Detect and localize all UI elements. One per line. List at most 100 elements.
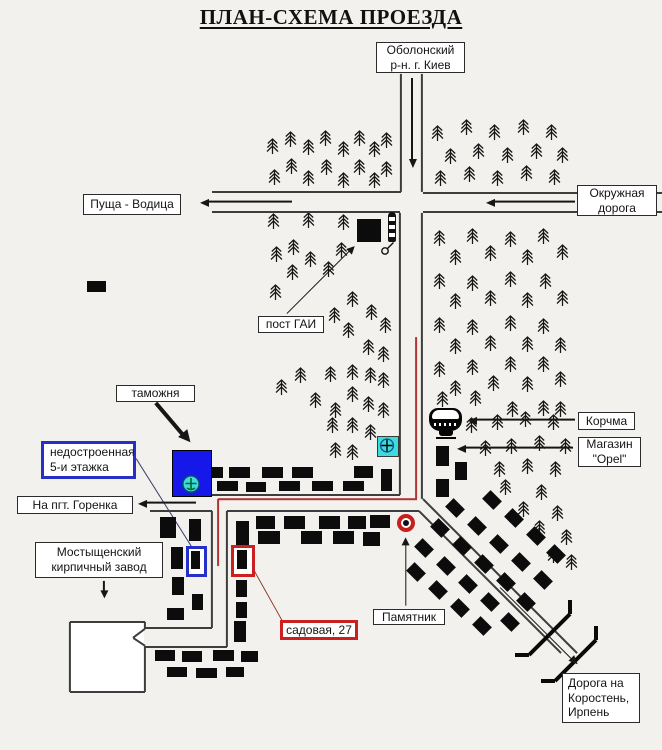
fir-tree-icon	[433, 317, 446, 333]
house-building-rotated	[511, 552, 531, 572]
arrow-shaft	[154, 401, 186, 438]
fir-tree-icon	[533, 435, 546, 451]
fir-tree-icon	[364, 424, 377, 440]
house-building	[241, 651, 258, 662]
label-text: На пгт. Горенка	[32, 497, 118, 512]
fir-tree-icon	[460, 119, 473, 135]
house-building-rotated	[428, 580, 448, 600]
fir-tree-icon	[269, 284, 282, 300]
road-line	[423, 192, 662, 194]
house-building	[256, 516, 275, 529]
fir-tree-icon	[431, 125, 444, 141]
fir-tree-icon	[449, 249, 462, 265]
house-building	[301, 531, 322, 544]
fir-tree-icon	[329, 442, 342, 458]
fir-tree-icon	[554, 337, 567, 353]
highlighted-house	[186, 546, 207, 577]
fir-tree-icon	[449, 380, 462, 396]
fir-tree-icon	[533, 520, 546, 536]
house-building	[171, 547, 183, 569]
road-line	[212, 191, 401, 193]
railroad-line	[515, 653, 529, 657]
fir-tree-icon	[537, 318, 550, 334]
house-building	[167, 667, 187, 677]
house-building-rotated	[452, 536, 472, 556]
label-text: Магазин	[586, 437, 633, 452]
fir-tree-icon	[434, 170, 447, 186]
house-building	[246, 482, 266, 492]
house-building-rotated	[450, 598, 470, 618]
road-line	[144, 621, 146, 629]
house-building-rotated	[406, 562, 426, 582]
house-building-rotated	[458, 574, 478, 594]
fir-tree-icon	[302, 170, 315, 186]
house-building-rotated	[436, 556, 456, 576]
fir-tree-icon	[554, 401, 567, 417]
label-text: пост ГАИ	[265, 317, 317, 332]
fir-tree-icon	[537, 228, 550, 244]
house-building-rotated	[480, 592, 500, 612]
map-label-sadovaya-27: садовая, 27	[280, 620, 358, 640]
fir-tree-icon	[335, 242, 348, 258]
arrow-head	[486, 198, 495, 207]
arrow-head	[468, 416, 477, 425]
arrow-shaft	[144, 502, 196, 504]
house-building	[319, 516, 340, 529]
label-text: 5-и этажка	[50, 460, 109, 474]
fir-tree-icon	[326, 417, 339, 433]
map-label-na-pgt-gorenka: На пгт. Горенка	[17, 496, 133, 514]
fir-tree-icon	[302, 139, 315, 155]
fir-tree-icon	[324, 366, 337, 382]
fir-tree-icon	[302, 212, 315, 228]
road-line	[150, 510, 212, 512]
label-text: таможня	[131, 386, 180, 401]
label-text: "Opel"	[592, 452, 627, 466]
fir-tree-icon	[319, 130, 332, 146]
fir-tree-icon	[433, 230, 446, 246]
fir-tree-icon	[556, 290, 569, 306]
label-text: садовая, 27	[286, 622, 352, 637]
fir-tree-icon	[346, 364, 359, 380]
road-line	[212, 211, 400, 213]
road-line	[144, 645, 146, 692]
fir-tree-icon	[342, 322, 355, 338]
fir-tree-icon	[449, 293, 462, 309]
fir-tree-icon	[554, 371, 567, 387]
road-line	[421, 73, 423, 192]
fir-tree-icon	[466, 359, 479, 375]
fir-tree-icon	[565, 554, 578, 570]
house-building	[191, 551, 200, 569]
house-building-rotated	[533, 570, 553, 590]
fir-tree-icon	[328, 307, 341, 323]
fir-tree-icon	[521, 292, 534, 308]
house-building-rotated	[489, 534, 509, 554]
fir-tree-icon	[304, 251, 317, 267]
fir-tree-icon	[433, 273, 446, 289]
fir-tree-icon	[504, 271, 517, 287]
house-building	[348, 516, 366, 529]
fir-tree-icon	[530, 143, 543, 159]
fir-tree-icon	[362, 339, 375, 355]
arrow-head	[401, 536, 410, 545]
house-building	[357, 219, 381, 242]
highlighted-house	[231, 545, 255, 577]
house-building	[236, 602, 247, 618]
map-label-pamyatnik: Памятник	[373, 609, 445, 625]
fir-tree-icon	[559, 438, 572, 454]
page-title: ПЛАН-СХЕМА ПРОЕЗДА	[199, 5, 463, 29]
house-building	[354, 466, 373, 478]
map-label-korchma: Корчма	[578, 412, 635, 430]
fir-tree-icon	[364, 367, 377, 383]
label-text: Дорога на	[568, 676, 624, 691]
road-line	[211, 510, 213, 628]
fir-tree-icon	[521, 376, 534, 392]
fir-tree-icon	[491, 170, 504, 186]
cross-circle-marker	[377, 436, 399, 457]
fir-tree-icon	[463, 166, 476, 182]
fir-tree-icon	[506, 401, 519, 417]
house-building-rotated	[445, 498, 465, 518]
